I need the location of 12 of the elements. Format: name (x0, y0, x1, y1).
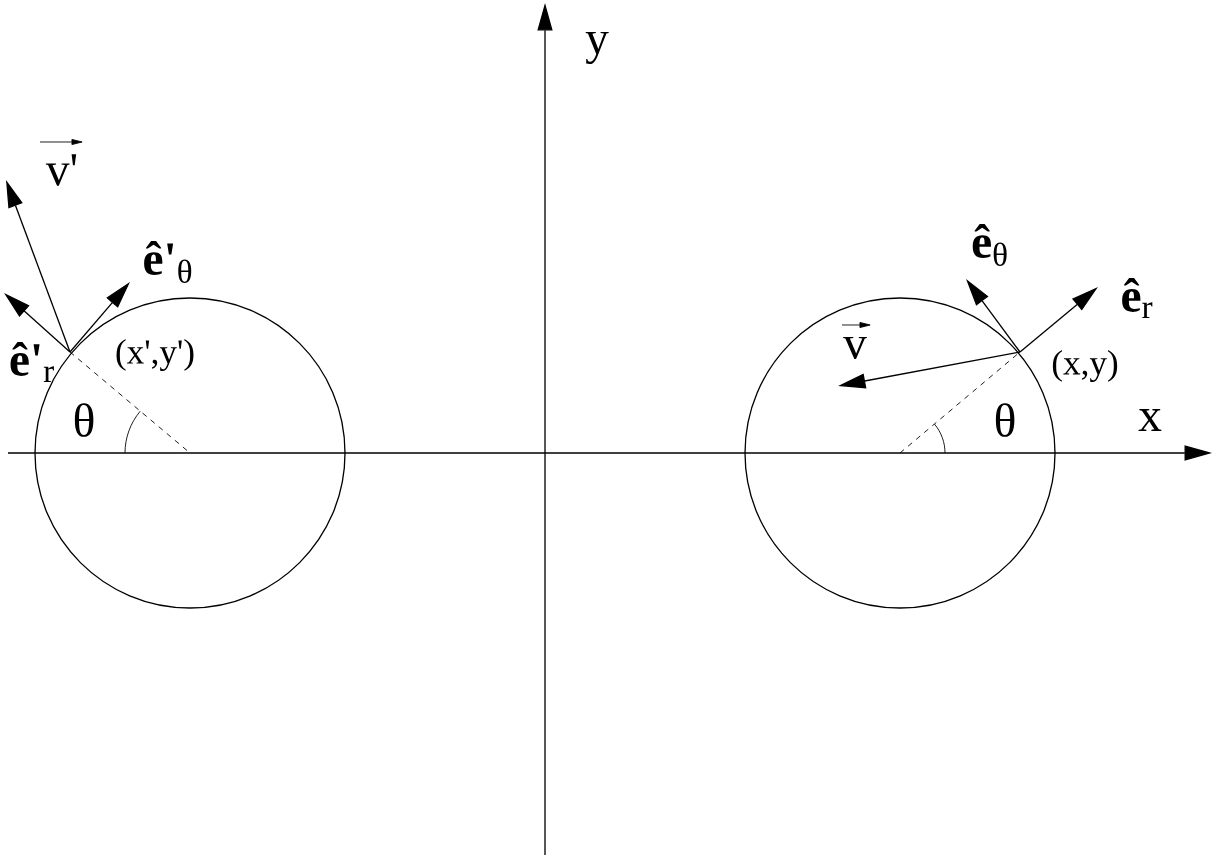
vector-label: ê$_{θ}$ (972, 224, 1007, 266)
point-label: (x',y') (116, 339, 194, 371)
axis-label: y (585, 32, 609, 64)
vector-label: (x,y) (1052, 350, 1118, 382)
vector-label: v' (45, 154, 77, 186)
axis-label: x (1138, 409, 1162, 431)
vector-label: v (843, 336, 867, 360)
angle-label: θ (995, 403, 1015, 437)
vector-label: ê'$_{θ}$ (144, 241, 192, 283)
vector-label: ê$_{r}$ (1122, 278, 1153, 318)
angle-label: θ (74, 403, 94, 437)
vector-label: ê'$_{r}$ (10, 342, 54, 382)
